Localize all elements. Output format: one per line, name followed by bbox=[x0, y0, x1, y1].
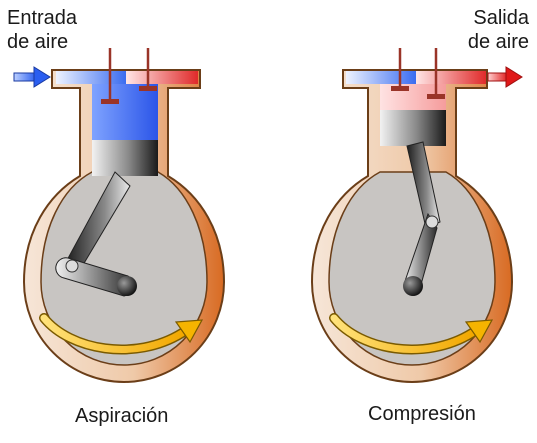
rod-pin bbox=[65, 259, 79, 273]
crankcase-interior bbox=[40, 171, 208, 366]
inlet-label: Entrada de aire bbox=[7, 6, 77, 54]
outlet-arrow-icon bbox=[487, 66, 523, 88]
rotation-arrow-icon bbox=[39, 313, 204, 355]
connecting-rod bbox=[406, 141, 441, 229]
rod-pin bbox=[425, 215, 439, 229]
exhaust-pipe-air bbox=[126, 71, 198, 84]
exhaust-valve bbox=[139, 48, 157, 91]
piston bbox=[92, 140, 158, 176]
exhaust-valve bbox=[427, 48, 445, 99]
intake-valve bbox=[391, 48, 409, 91]
piston bbox=[380, 110, 446, 146]
intake-pipe-air bbox=[56, 71, 126, 84]
intake-valve bbox=[101, 48, 119, 104]
crank-pin bbox=[403, 276, 423, 296]
intake-pipe-air bbox=[346, 71, 416, 84]
compression-unit bbox=[310, 48, 523, 383]
exhaust-pipe-air bbox=[416, 71, 486, 84]
inlet-arrow-icon bbox=[13, 66, 51, 88]
outlet-label-line1: Salida bbox=[473, 7, 529, 29]
outlet-label-line2: de aire bbox=[467, 31, 529, 53]
aspiration-caption: Aspiración bbox=[75, 405, 169, 427]
compression-caption: Compresión bbox=[368, 403, 476, 425]
inlet-label-line1: Entrada bbox=[7, 7, 78, 29]
crank-pin bbox=[117, 276, 137, 296]
aspiration-unit bbox=[13, 48, 226, 383]
rotation-arrow-icon bbox=[329, 313, 494, 355]
inlet-label-line2: de aire bbox=[7, 31, 69, 53]
cylinder-chamber bbox=[92, 84, 158, 140]
outlet-label: Salida de aire bbox=[468, 6, 529, 54]
